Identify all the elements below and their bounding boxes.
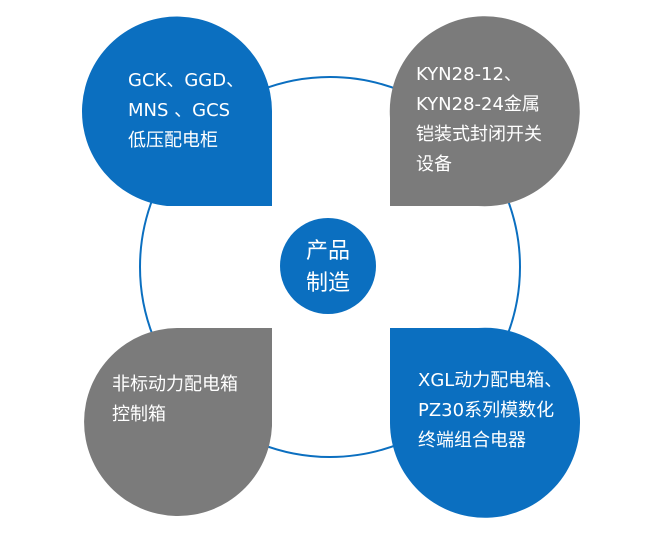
petal-bottom-left-line-2: 控制箱 [112,404,166,425]
petal-top-right-line-3: 铠装式封闭开关 [416,124,542,145]
petal-bottom-right [390,327,580,518]
center-label-line-1: 产品 [305,239,350,264]
petal-top-right-text: KYN28-12、 KYN28-24金属 铠装式封闭开关 设备 [416,60,542,180]
petal-bottom-left-line-1: 非标动力配电箱 [112,374,238,395]
petal-top-left-line-2: MNS 、GCS [128,100,231,121]
petal-bottom-right-line-2: PZ30系列模数化 [418,400,555,421]
petal-top-left-line-1: GCK、GGD、 [128,70,245,91]
petal-top-right [389,16,580,207]
center-label: 产品 制造 [285,236,371,300]
center-label-line-2: 制造 [305,271,350,296]
outer-ring [139,76,521,458]
petal-top-right-line-2: KYN28-24金属 [416,94,540,115]
petal-bottom-right-line-1: XGL动力配电箱、 [418,370,563,391]
petal-top-left [82,16,272,207]
petal-bottom-left-text: 非标动力配电箱 控制箱 [112,370,238,430]
petal-top-left-line-3: 低压配电柜 [128,130,218,151]
petal-bottom-right-line-3: 终端组合电器 [418,430,526,451]
petal-top-left-text: GCK、GGD、 MNS 、GCS 低压配电柜 [128,66,244,156]
petal-bottom-right-text: XGL动力配电箱、 PZ30系列模数化 终端组合电器 [418,366,562,456]
petal-top-right-line-4: 设备 [416,154,452,175]
petal-bottom-left [84,328,272,516]
center-circle [280,218,376,314]
petal-top-right-line-1: KYN28-12、 [416,64,522,85]
